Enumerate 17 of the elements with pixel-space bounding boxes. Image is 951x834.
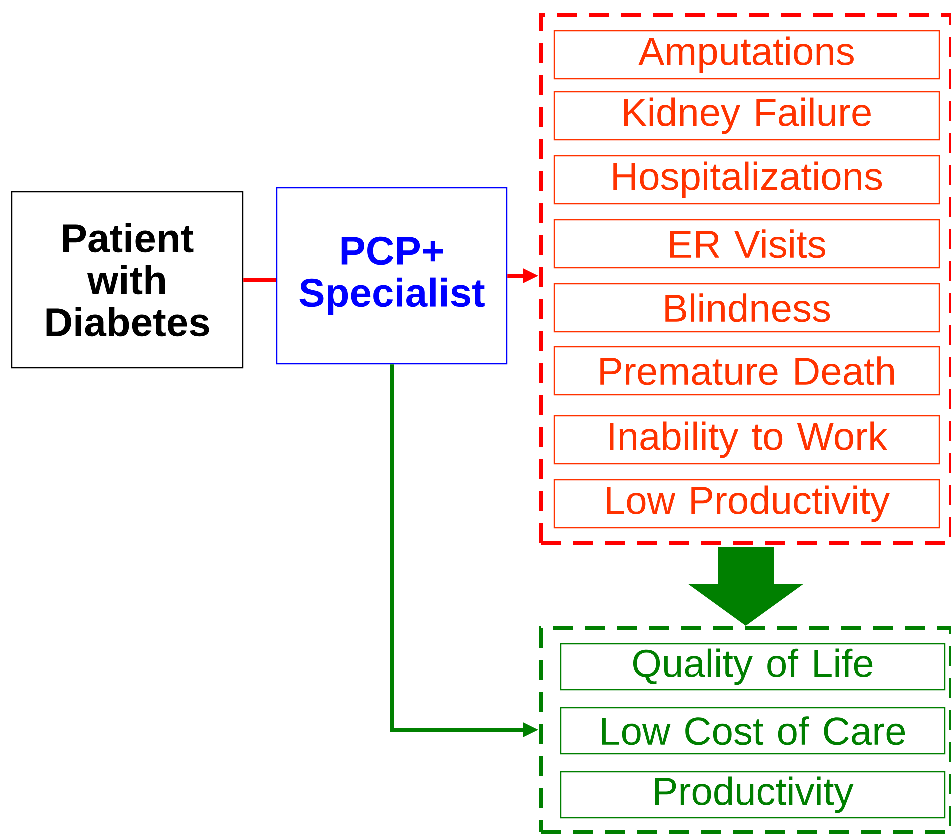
block-arrow (688, 546, 804, 626)
dashed-group-box (539, 626, 951, 834)
outcome-box: ER Visits (554, 219, 940, 269)
outcome-box: Quality of Life (560, 643, 946, 691)
dashed-group-box (539, 12, 951, 545)
outcome-box: Low Cost of Care (560, 707, 946, 755)
outcome-box: Hospitalizations (554, 155, 940, 205)
outcome-box: Amputations (554, 30, 940, 80)
outcome-box: Premature Death (554, 346, 940, 396)
outcome-box: Kidney Failure (554, 91, 940, 141)
process-box: PCP+ Specialist (276, 187, 508, 365)
outcome-box: Low Productivity (554, 479, 940, 529)
connector-line (244, 278, 276, 282)
outcome-box: Blindness (554, 283, 940, 333)
process-box: Patient with Diabetes (11, 191, 244, 369)
outcome-box: Inability to Work (554, 415, 940, 465)
outcome-box: Productivity (560, 771, 946, 819)
